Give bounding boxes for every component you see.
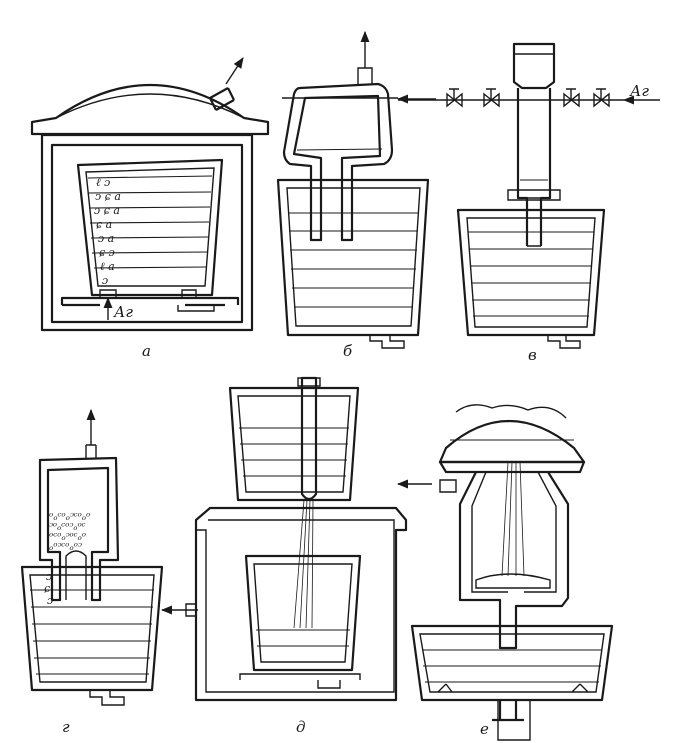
panel-d-label: д: [296, 718, 306, 736]
svg-text:ₒᵒᵓᶜᵒₒᵒᵓ: ₒᵒᵓᶜᵒₒᵒᵓ: [49, 540, 82, 553]
panel-v-rh-process: Аг в: [398, 42, 660, 364]
panel-e-ladle-to-ladle-vacuum: е: [410, 404, 614, 741]
panel-b-label: б: [343, 342, 353, 360]
panel-v-melt-levels: [468, 231, 594, 317]
panel-g-additions: ᵒₒᶜᵒₒᵓᶜᵒₒᵒ ᵓᵒₒᶜᵒᵓₒᵒᶜ ᵒᶜᵒₒᵓᵒᶜₒᵒ ₒᵒᵓᶜᵒₒᵒᵓ …: [44, 510, 90, 607]
panel-g-vacuum-vessel: [38, 456, 120, 602]
panel-a-lid: [30, 84, 270, 136]
panel-d-vacuum-chamber: [194, 506, 408, 702]
panel-a-melt-levels: [87, 175, 213, 269]
svg-text:ᵓᵒₒᶜᵒᵓₒᵒᶜ: ᵓᵒₒᶜᵒᵓₒᵒᶜ: [49, 520, 86, 533]
panel-b-ds-process: б: [276, 30, 436, 360]
panel-v-ladle: [456, 208, 606, 337]
svg-text:ℓ ɔ: ℓ ɔ: [96, 176, 110, 189]
panel-d-upper-melt-levels: [239, 427, 349, 477]
panel-a-ladle-supports: [60, 296, 240, 307]
panel-b-vacuum-vessel: [282, 82, 394, 242]
panel-d-lower-melt-levels: [256, 629, 350, 647]
panel-b-melt-levels: [288, 212, 419, 308]
svg-text:ᵒᶜᵒₒᵓᵒᶜₒᵒ: ᵒᶜᵒₒᵓᵒᶜₒᵒ: [49, 530, 86, 543]
panel-a-label: а: [142, 342, 151, 360]
svg-text:ɔ: ɔ: [47, 594, 53, 607]
panel-e-upper-ladle-bath: [438, 420, 586, 464]
svg-text:ℓ a: ℓ a: [100, 260, 115, 273]
svg-text:ɕ: ɕ: [44, 582, 51, 595]
panel-v-argon-line: [398, 88, 660, 108]
svg-text:ↄ ɕ a: ↄ ɕ a: [95, 190, 121, 203]
panel-g-ladle: [20, 565, 164, 692]
panel-d-metal-stream: [293, 499, 314, 629]
panel-a-chamber: [40, 133, 254, 332]
panel-a-ladle-in-vacuum-chamber: ℓ ɔↄ ɕ a ɔ ɕ aɕ a ɔ aɕ ɔ ℓ aɔ Аг а: [30, 57, 270, 360]
panel-a-gas-label: Аг: [113, 303, 133, 321]
svg-text:ɔ a: ɔ a: [98, 232, 114, 245]
panel-d-stopper: [300, 376, 318, 501]
panel-e-vacuum-chamber: [458, 471, 570, 650]
panel-a-argon-bubbles: ℓ ɔↄ ɕ a ɔ ɕ aɕ a ɔ aɕ ɔ ℓ aɔ: [94, 176, 121, 287]
svg-text:ɕ a: ɕ a: [96, 218, 112, 231]
panel-g-ds-with-additions: ᵒₒᶜᵒₒᵓᶜᵒₒᵒ ᵓᵒₒᶜᵒᵓₒᵒᶜ ᵒᶜᵒₒᵓᵒᶜₒᵒ ₒᵒᵓᶜᵒₒᵒᵓ …: [20, 408, 198, 736]
panel-e-metal-stream: [501, 461, 525, 577]
panel-a-ladle: [76, 158, 224, 297]
panel-v-hopper: [512, 42, 556, 90]
svg-text:ɕ ɔ: ɕ ɔ: [99, 246, 115, 259]
panel-d-lower-ladle: [244, 554, 362, 672]
panel-e-label: е: [480, 720, 489, 738]
panel-v-label: в: [528, 346, 537, 364]
panel-e-lower-ladle: [410, 624, 614, 702]
svg-text:ᵒₒᶜᵒₒᵓᶜᵒₒᵒ: ᵒₒᶜᵒₒᵓᶜᵒₒᵒ: [49, 510, 90, 523]
panel-a-exhaust-pipe: [209, 87, 235, 111]
panel-d-stream-degassing: д: [185, 376, 432, 736]
panel-b-ladle: [276, 178, 430, 337]
panel-g-label: г: [62, 718, 70, 736]
panel-g-melt-levels: [30, 589, 154, 675]
panel-v-gas-label: Аг: [629, 82, 649, 100]
svg-text:ɔ: ɔ: [102, 274, 108, 287]
svg-text:ɔ: ɔ: [46, 570, 52, 583]
panel-e-lower-melt-levels: [422, 649, 602, 683]
svg-text:ɔ ɕ a: ɔ ɕ a: [94, 204, 120, 217]
